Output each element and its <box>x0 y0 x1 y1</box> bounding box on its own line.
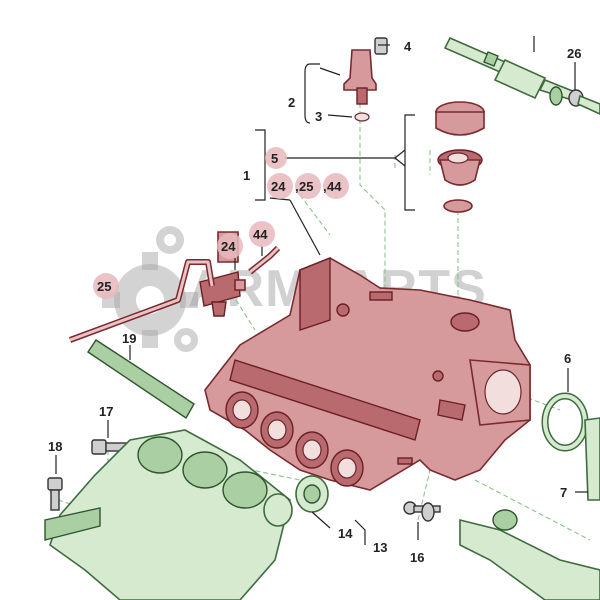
callout-25-top[interactable]: 25 <box>299 179 313 194</box>
callout-18[interactable]: 18 <box>48 439 62 454</box>
callout-44-top[interactable]: 44 <box>327 179 342 194</box>
callout-4[interactable]: 4 <box>404 39 412 54</box>
callout-26[interactable]: 26 <box>567 46 581 61</box>
callout-17[interactable]: 17 <box>99 404 113 419</box>
callout-24-top[interactable]: 24 <box>271 179 286 194</box>
callout-5[interactable]: 5 <box>271 151 278 166</box>
small-hose[interactable] <box>248 245 281 275</box>
callout-16[interactable]: 16 <box>410 550 424 565</box>
callout-7[interactable]: 7 <box>560 485 567 500</box>
lower-intake-manifold[interactable] <box>44 429 293 600</box>
callout-6[interactable]: 6 <box>564 351 571 366</box>
vacuum-pipe[interactable] <box>68 259 215 343</box>
grommet[interactable] <box>295 475 329 513</box>
callout-14[interactable]: 14 <box>338 526 353 541</box>
callout-labels: 4 2 3 5 1 24 , 25 , 44 24 44 25 19 17 18… <box>48 39 581 565</box>
gasket-strip[interactable] <box>87 339 195 420</box>
callout-1[interactable]: 1 <box>243 168 250 183</box>
hose-connector[interactable] <box>443 36 600 115</box>
callout-25-pipe[interactable]: 25 <box>97 279 111 294</box>
bolt-16[interactable] <box>403 501 441 522</box>
callout-44-hose[interactable]: 44 <box>253 227 268 242</box>
callout-19[interactable]: 19 <box>122 331 136 346</box>
leader-lines <box>55 36 588 545</box>
seal-ring[interactable] <box>541 392 589 452</box>
callout-13[interactable]: 13 <box>373 540 387 555</box>
highlight-bubbles <box>93 147 349 299</box>
bolt-18[interactable] <box>47 477 63 511</box>
intake-manifold[interactable] <box>204 256 531 491</box>
right-flange[interactable] <box>584 417 600 501</box>
cap-filter-stack[interactable] <box>435 101 485 213</box>
callout-comma-1: , <box>295 179 299 194</box>
sensor-part[interactable] <box>343 37 388 122</box>
callout-comma-2: , <box>323 179 327 194</box>
callout-24-valve[interactable]: 24 <box>221 239 236 254</box>
callout-3[interactable]: 3 <box>315 109 322 124</box>
callout-2[interactable]: 2 <box>288 95 295 110</box>
lower-right-bracket[interactable] <box>459 509 600 600</box>
